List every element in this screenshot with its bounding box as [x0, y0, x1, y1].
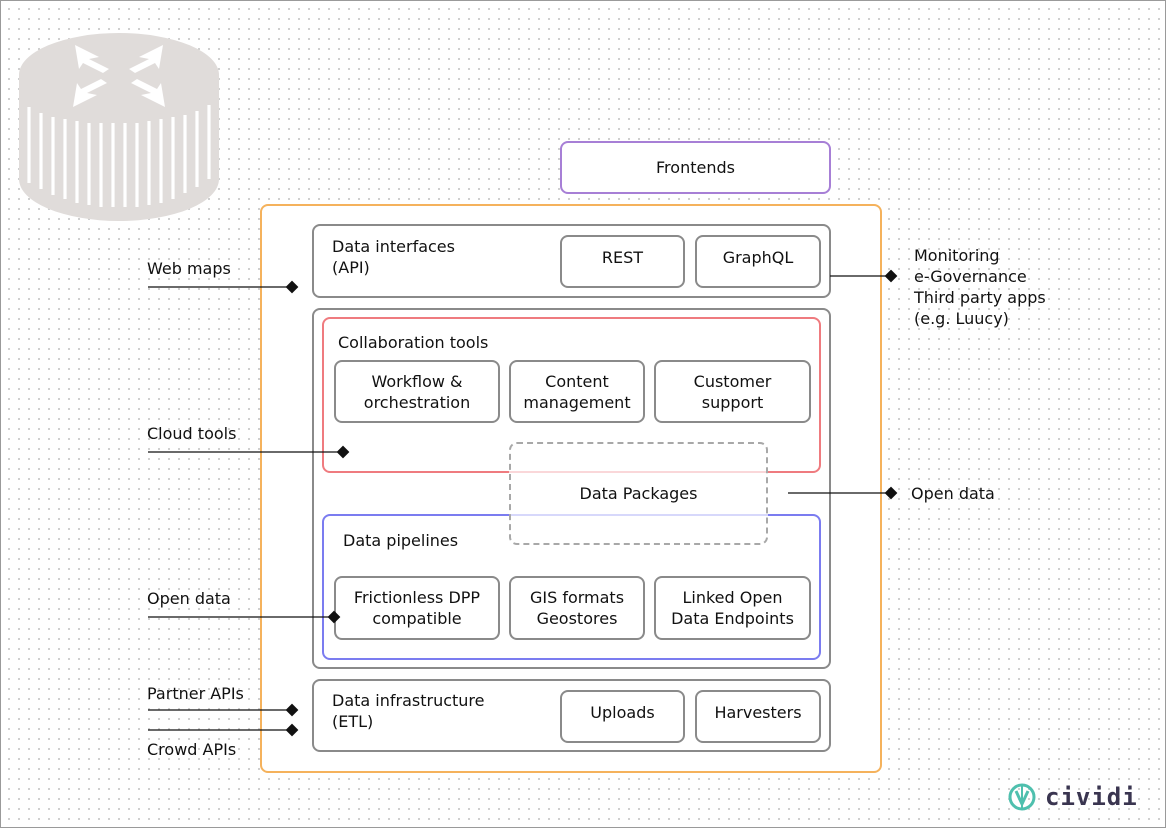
crowd-apis-label: Crowd APIs	[147, 740, 237, 759]
workflow-box: Workflow & orchestration	[334, 360, 500, 423]
uploads-box: Uploads	[560, 690, 685, 743]
data-pipelines-title: Data pipelines	[343, 531, 459, 550]
cividi-logo-icon	[1008, 783, 1036, 811]
consumers-label: Monitoring e-Governance Third party apps…	[914, 246, 1046, 328]
gis-formats-box: GIS formats Geostores	[509, 576, 645, 640]
frontends-box: Frontends	[560, 141, 831, 194]
consumers-diamond	[884, 269, 898, 283]
rest-box: REST	[560, 235, 685, 288]
open-data-left-label: Open data	[147, 589, 231, 608]
frontends-label: Frontends	[656, 158, 735, 177]
cloud-tools-diamond	[336, 445, 350, 459]
infra-title: Data infrastructure (ETL)	[332, 691, 485, 731]
cividi-logo: cividi	[1007, 782, 1138, 812]
data-packages-label: Data Packages	[579, 484, 698, 503]
partner-apis-diamond	[285, 703, 299, 717]
open-data-right-label: Open data	[911, 484, 995, 503]
harvesters-box: Harvesters	[695, 690, 821, 743]
cividi-logo-text: cividi	[1045, 783, 1138, 811]
router-icon	[19, 33, 219, 221]
collaboration-tools-title: Collaboration tools	[338, 333, 489, 352]
data-packages-box: Data Packages	[509, 442, 768, 545]
partner-apis-label: Partner APIs	[147, 684, 244, 703]
graphql-box: GraphQL	[695, 235, 821, 288]
web-maps-diamond	[285, 280, 299, 294]
web-maps-label: Web maps	[147, 259, 231, 278]
open-data-left-diamond	[327, 610, 341, 624]
cloud-tools-label: Cloud tools	[147, 424, 237, 443]
api-box: Data interfaces (API) REST GraphQL	[312, 224, 831, 298]
crowd-apis-diamond	[285, 723, 299, 737]
frictionless-box: Frictionless DPP compatible	[334, 576, 500, 640]
content-management-box: Content management	[509, 360, 645, 423]
data-pipelines-box: Data pipelines Frictionless DPP compatib…	[322, 514, 821, 660]
infra-box: Data infrastructure (ETL) Uploads Harves…	[312, 679, 831, 752]
api-title: Data interfaces (API)	[332, 237, 455, 277]
linked-open-data-box: Linked Open Data Endpoints	[654, 576, 811, 640]
customer-support-box: Customer support	[654, 360, 811, 423]
open-data-right-diamond	[884, 486, 898, 500]
